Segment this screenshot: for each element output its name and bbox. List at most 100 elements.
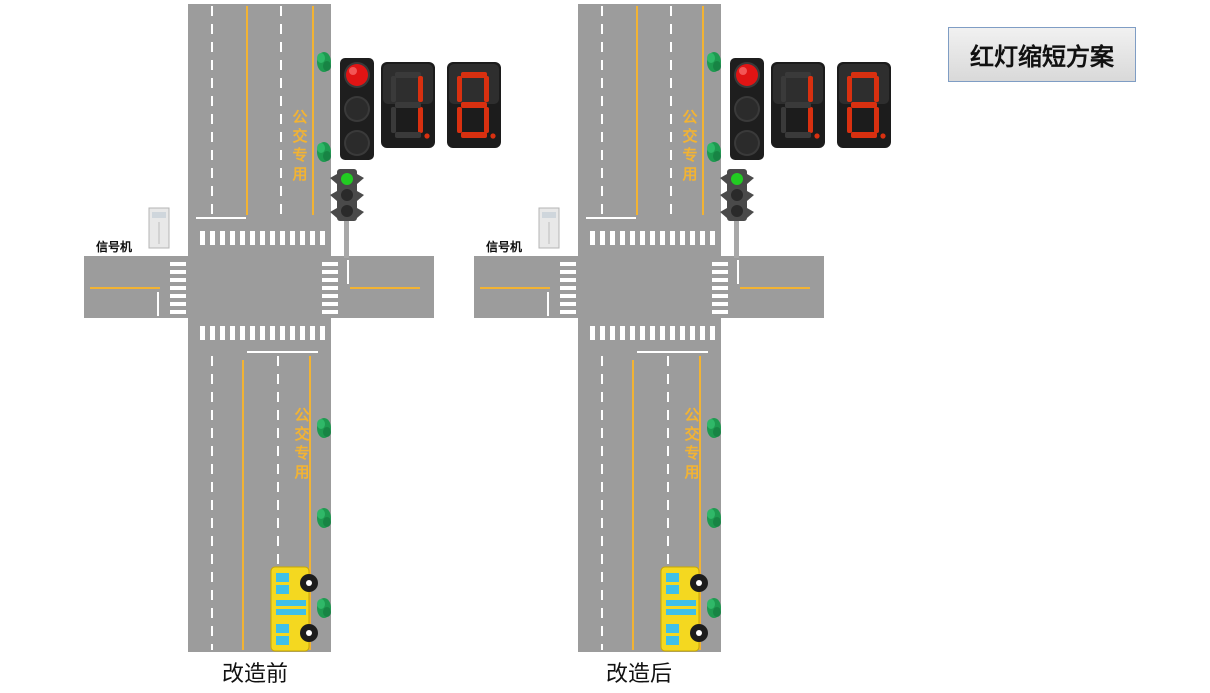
crosswalk-stripe (712, 286, 728, 290)
countdown-digit (457, 72, 496, 139)
crosswalk-stripe (712, 262, 728, 266)
crosswalk-stripe (170, 302, 186, 306)
red-lamp (346, 64, 368, 86)
digit-segment (874, 76, 879, 102)
caption-before: 改造前 (222, 662, 289, 687)
bus-lane-label: 用 (684, 463, 699, 481)
countdown-digit (847, 72, 886, 139)
countdown-digit (781, 72, 820, 139)
digit-segment (847, 107, 852, 133)
crosswalk-stripe (700, 326, 705, 340)
bus-lane-label: 用 (292, 165, 307, 183)
crosswalk-stripe (660, 326, 665, 340)
digit-segment (457, 107, 462, 133)
digit-segment (418, 107, 423, 133)
bus-lane-label: 用 (294, 463, 309, 481)
digit-segment (457, 76, 462, 102)
crosswalk-stripe (650, 231, 655, 245)
lamp (346, 132, 368, 154)
crosswalk-stripe (322, 262, 338, 266)
crosswalk-stripe (712, 294, 728, 298)
crosswalk-stripe (240, 326, 245, 340)
digit-segment (781, 76, 786, 102)
crosswalk-stripe (630, 326, 635, 340)
digit-segment (851, 72, 877, 78)
digit-segment (851, 132, 877, 138)
digit-segment (785, 72, 811, 78)
bus-icon (270, 566, 318, 652)
crosswalk-stripe (600, 231, 605, 245)
crosswalk-stripe (560, 278, 576, 282)
crosswalk-stripe (210, 326, 215, 340)
countdown-display-icon (837, 62, 891, 148)
crosswalk-stripe (220, 231, 225, 245)
crosswalk-stripe (200, 326, 205, 340)
crosswalk-stripe (322, 278, 338, 282)
tree-icon (707, 418, 721, 438)
digit-segment (395, 132, 421, 138)
bus-lane-label: 公 (292, 108, 307, 126)
digit-segment (847, 76, 852, 102)
digit-segment (785, 102, 811, 108)
red-lamp (736, 64, 758, 86)
green-lamp (731, 173, 743, 185)
crosswalk-stripe (690, 231, 695, 245)
crosswalk-stripe (170, 270, 186, 274)
crosswalk-stripe (240, 231, 245, 245)
signal-cabinet-icon (538, 207, 560, 249)
digit-segment (461, 72, 487, 78)
crosswalk-stripe (310, 231, 315, 245)
bus-icon (660, 566, 708, 652)
traffic-light-icon (330, 169, 364, 258)
crosswalk-stripe (320, 231, 325, 245)
countdown-digit (391, 72, 430, 139)
tree-icon (707, 142, 721, 162)
crosswalk-stripe (310, 326, 315, 340)
crosswalk-stripe (300, 326, 305, 340)
crosswalk-stripe (320, 326, 325, 340)
digit-segment (785, 132, 811, 138)
digit-segment (391, 76, 396, 102)
crosswalk-stripe (670, 326, 675, 340)
bus-lane-label: 交 (294, 425, 309, 443)
crosswalk-stripe (650, 326, 655, 340)
crosswalk-stripe (250, 326, 255, 340)
crosswalk-stripe (690, 326, 695, 340)
digit-segment (874, 107, 879, 133)
digit-dot (490, 133, 496, 139)
digit-segment (808, 107, 813, 133)
countdown-display-icon (771, 62, 825, 148)
crosswalk-stripe (712, 310, 728, 314)
caption-after: 改造后 (606, 662, 673, 687)
crosswalk-stripe (590, 231, 595, 245)
tree-icon (707, 598, 721, 618)
bus-lane-label: 专 (294, 444, 309, 462)
crosswalk-stripe (230, 326, 235, 340)
digit-segment (781, 107, 786, 133)
crosswalk-stripe (322, 270, 338, 274)
crosswalk-stripe (630, 231, 635, 245)
crosswalk-stripe (200, 231, 205, 245)
crosswalk-stripe (610, 231, 615, 245)
crosswalk-stripe (322, 294, 338, 298)
tree-icon (317, 418, 331, 438)
countdown-display-icon (381, 62, 435, 148)
digit-segment (395, 102, 421, 108)
bus-lane-label: 交 (684, 425, 699, 443)
crosswalk-stripe (700, 231, 705, 245)
crosswalk-stripe (260, 231, 265, 245)
signal-label: 信号机 (96, 239, 132, 254)
crosswalk-stripe (170, 310, 186, 314)
crosswalk-stripe (322, 302, 338, 306)
crosswalk-stripe (590, 326, 595, 340)
crosswalk-stripe (680, 231, 685, 245)
digit-segment (395, 72, 421, 78)
signal-label: 信号机 (486, 239, 522, 254)
digit-segment (461, 102, 487, 108)
digit-segment (484, 76, 489, 102)
crosswalk-stripe (300, 231, 305, 245)
crosswalk-stripe (210, 231, 215, 245)
